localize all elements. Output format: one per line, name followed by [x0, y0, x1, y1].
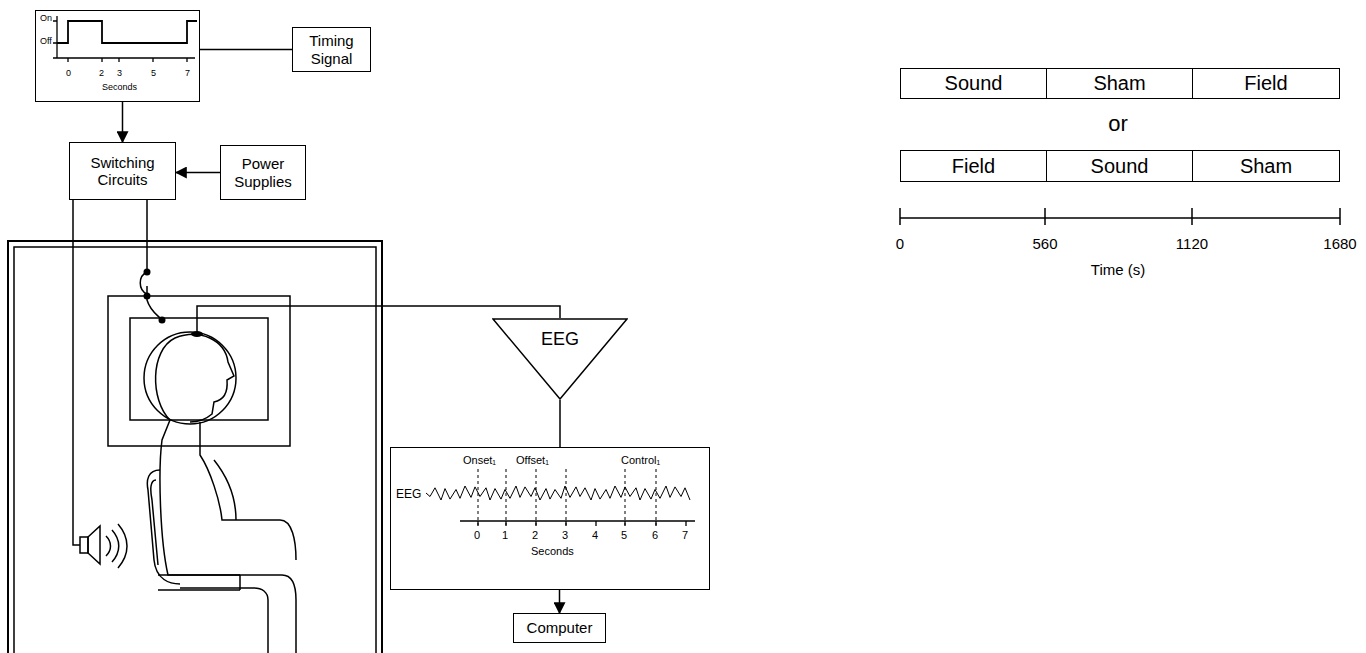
axis-label: Seconds	[531, 546, 574, 557]
axis-label: 4	[592, 530, 598, 541]
process-box: Switching Circuits	[69, 142, 176, 200]
separator-word: or	[1108, 113, 1128, 135]
connector	[122, 102, 124, 142]
amplifier-triangle: EEG	[492, 318, 628, 400]
axis-label: Seconds	[102, 83, 137, 92]
axis-label: 3	[117, 69, 122, 78]
process-box: Computer	[513, 613, 606, 643]
process-box: Power Supplies	[220, 145, 306, 200]
connector	[200, 49, 292, 51]
axis-label: 2	[532, 530, 538, 541]
axis-label: 6	[652, 530, 658, 541]
process-box: Field	[900, 150, 1047, 182]
box-label: Timing Signal	[293, 32, 370, 67]
axis-tick-label: 1680	[1323, 236, 1356, 251]
box-label: Computer	[527, 619, 593, 636]
axis-label: 1	[502, 530, 508, 541]
box-label: Field	[952, 155, 995, 178]
process-box: Timing Signal	[292, 27, 371, 72]
event-label: Control₁	[621, 455, 660, 466]
event-label: Offset₁	[516, 455, 549, 466]
axis-tick-label: 560	[1032, 236, 1057, 251]
axis-label: 5	[151, 69, 156, 78]
box-label: Switching Circuits	[70, 154, 175, 189]
eeg-trace	[390, 447, 710, 590]
event-label: Onset₁	[463, 455, 496, 466]
box-label: Sound	[945, 72, 1003, 95]
process-box: Sham	[1192, 150, 1340, 182]
axis-label: EEG	[396, 488, 421, 500]
amplifier-label: EEG	[541, 330, 579, 348]
connector	[559, 400, 561, 447]
axis-title: Time (s)	[1091, 262, 1145, 277]
axis-label: 0	[66, 69, 71, 78]
axis-label: 5	[621, 530, 627, 541]
box-label: Sham	[1093, 72, 1145, 95]
process-box: Field	[1192, 68, 1340, 99]
eeg-display-box: Onset₁ Offset₁ Control₁ EEG 0 1 2 3 4 5 6 7Seconds	[390, 447, 710, 590]
process-box: Sound	[900, 68, 1047, 99]
axis-label: On	[40, 14, 52, 23]
axis-label: 3	[562, 530, 568, 541]
axis-label: 7	[682, 530, 688, 541]
axis-label: 7	[185, 69, 190, 78]
axis-tick-label: 1120	[1176, 236, 1208, 251]
box-label: Power Supplies	[221, 155, 305, 190]
axis-tick-label: 0	[896, 236, 904, 251]
axis-label: 0	[474, 530, 480, 541]
axis-label: Off	[40, 37, 52, 46]
process-box: Sham	[1046, 68, 1193, 99]
process-box: Sound	[1046, 150, 1193, 182]
connector	[559, 590, 561, 613]
box-label: Sham	[1240, 155, 1292, 178]
axis-label: 2	[99, 69, 104, 78]
box-label: Sound	[1091, 155, 1149, 178]
timing-waveform-box: OnOff 0 2 3 5 7Seconds	[35, 10, 200, 102]
box-label: Field	[1244, 72, 1287, 95]
connector	[176, 172, 220, 174]
